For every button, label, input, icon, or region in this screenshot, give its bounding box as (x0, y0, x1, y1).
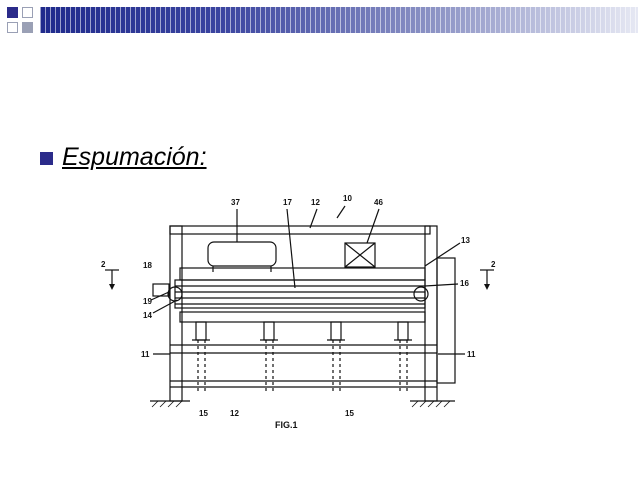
label-2-left: 2 (101, 260, 106, 269)
header-square-grey (22, 22, 33, 33)
tank-37 (207, 241, 277, 267)
label-15-right: 15 (345, 409, 354, 418)
section-arrow-right (484, 284, 490, 290)
lower-beam (179, 311, 426, 323)
dashed-columns (197, 340, 408, 393)
right-post (424, 225, 438, 402)
label-2-right: 2 (491, 260, 496, 269)
conveyor-band (174, 279, 426, 309)
roller-right (413, 286, 429, 302)
nozzle-18 (152, 283, 170, 297)
jacks (192, 321, 412, 341)
label-37: 37 (231, 198, 240, 207)
header-square-dark (7, 7, 18, 18)
label-11-left: 11 (141, 350, 150, 359)
section-arrow-left (109, 284, 115, 290)
label-12-top: 12 (311, 198, 320, 207)
label-19: 19 (143, 297, 152, 306)
upper-deck (179, 267, 426, 281)
header-square-light-2 (7, 22, 18, 33)
label-11-right: 11 (467, 350, 476, 359)
top-beam (169, 225, 431, 235)
slide-heading: Espumación: (62, 143, 207, 171)
patent-figure: 37 17 12 10 46 13 16 18 19 14 11 11 15 1… (95, 188, 510, 443)
label-15-left: 15 (199, 409, 208, 418)
label-12-bottom: 12 (230, 409, 239, 418)
header-square-light (22, 7, 33, 18)
figure-caption: FIG.1 (275, 420, 298, 430)
label-16: 16 (460, 279, 469, 288)
label-13: 13 (461, 236, 470, 245)
label-10: 10 (343, 194, 352, 203)
label-46: 46 (374, 198, 383, 207)
ground-hatching (151, 400, 451, 408)
header-gradient-band (40, 7, 638, 33)
label-14: 14 (143, 311, 152, 320)
box-46 (344, 242, 376, 268)
label-17: 17 (283, 198, 292, 207)
patent-drawing: 37 17 12 10 46 13 16 18 19 14 11 11 15 1… (101, 194, 496, 430)
square-bullet-icon (40, 152, 53, 165)
label-18: 18 (143, 261, 152, 270)
side-plate (436, 257, 456, 384)
